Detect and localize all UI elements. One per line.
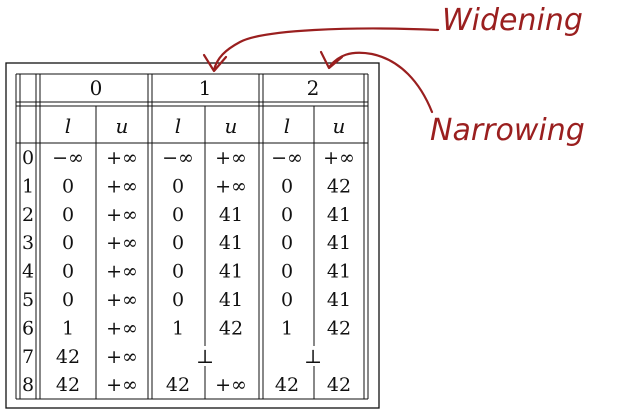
row-label: 6 [22,317,34,339]
table-cell: +∞ [106,346,138,368]
iteration-header-2: 2 [307,76,320,100]
table-cell: 1 [62,317,74,339]
table-cell: 42 [327,317,351,339]
narrowing-arrowhead [319,50,344,70]
iteration-header-1: 1 [199,76,212,100]
table-cell: 0 [62,232,74,254]
table-cell: +∞ [215,147,247,169]
table-cell: 42 [327,374,351,396]
narrowing-label: Narrowing [430,113,585,148]
table-cell: +∞ [106,289,138,311]
subheader-l-0: l [65,114,71,138]
table-cell: 0 [281,232,293,254]
row-label: 1 [22,175,34,197]
table-cell: +∞ [106,374,138,396]
table-cell: 41 [219,289,243,311]
table-cell: 0 [281,175,293,197]
table-cell: −∞ [271,147,303,169]
table-cell: 0 [172,175,184,197]
table-cell: −∞ [162,147,194,169]
iteration-headers: 0 1 2 [90,76,320,100]
narrowing-arrow [328,51,434,114]
table-cell: ⊥ [304,346,322,368]
table-cell: +∞ [323,147,355,169]
row-label: 4 [22,261,34,283]
widening-label: Widening [442,3,583,38]
table-cell: 41 [327,204,351,226]
annotations: Widening Narrowing [202,3,585,148]
table-cell: −∞ [52,147,84,169]
table-cell: 42 [56,346,80,368]
table-cell: 0 [172,261,184,283]
table-cell: 1 [281,317,293,339]
table-cell: 1 [172,317,184,339]
subheader-u-2: u [333,114,346,138]
table-cell: 0 [172,204,184,226]
table-cell: +∞ [215,175,247,197]
table-cell: 0 [62,261,74,283]
table-cell: 42 [327,175,351,197]
table-cell: +∞ [106,261,138,283]
table-cell: 41 [219,232,243,254]
row-label: 0 [22,147,34,169]
row-label: 7 [22,346,34,368]
table-cell: ⊥ [196,346,214,368]
subheader-u-0: u [116,114,129,138]
table-frame [5,62,380,409]
table-cell: 41 [327,232,351,254]
row-label: 5 [22,289,34,311]
table-cell: 41 [327,289,351,311]
table-cell: +∞ [106,147,138,169]
table-cell: 42 [275,374,299,396]
subheader-l-1: l [175,114,181,138]
table-cell: +∞ [106,204,138,226]
subheader-u-1: u [225,114,238,138]
row-label: 8 [22,374,34,396]
table-cell: 42 [219,317,243,339]
table-cell: 0 [281,261,293,283]
table-cell: 0 [62,204,74,226]
table-cell: +∞ [106,175,138,197]
row-label: 3 [22,232,34,254]
subheader-l-2: l [284,114,290,138]
table-cell: 0 [172,232,184,254]
row-label: 2 [22,204,34,226]
table-cell: 0 [62,289,74,311]
table-cell: 42 [56,374,80,396]
table-cell: 41 [219,261,243,283]
widening-arrow [212,27,440,72]
table-cell: +∞ [215,374,247,396]
iteration-header-0: 0 [90,76,103,100]
widening-arrowhead [202,53,228,73]
table-cell: +∞ [106,232,138,254]
table-cell: 41 [219,204,243,226]
table-cell: 0 [172,289,184,311]
table-cell: 42 [166,374,190,396]
table-cell: 0 [62,175,74,197]
table-cell: 0 [281,289,293,311]
table-cell: +∞ [106,317,138,339]
table-cell: 41 [327,261,351,283]
table-grid [15,73,369,400]
table-cell: 0 [281,204,293,226]
bound-subheaders: l u l u l u [65,114,346,138]
